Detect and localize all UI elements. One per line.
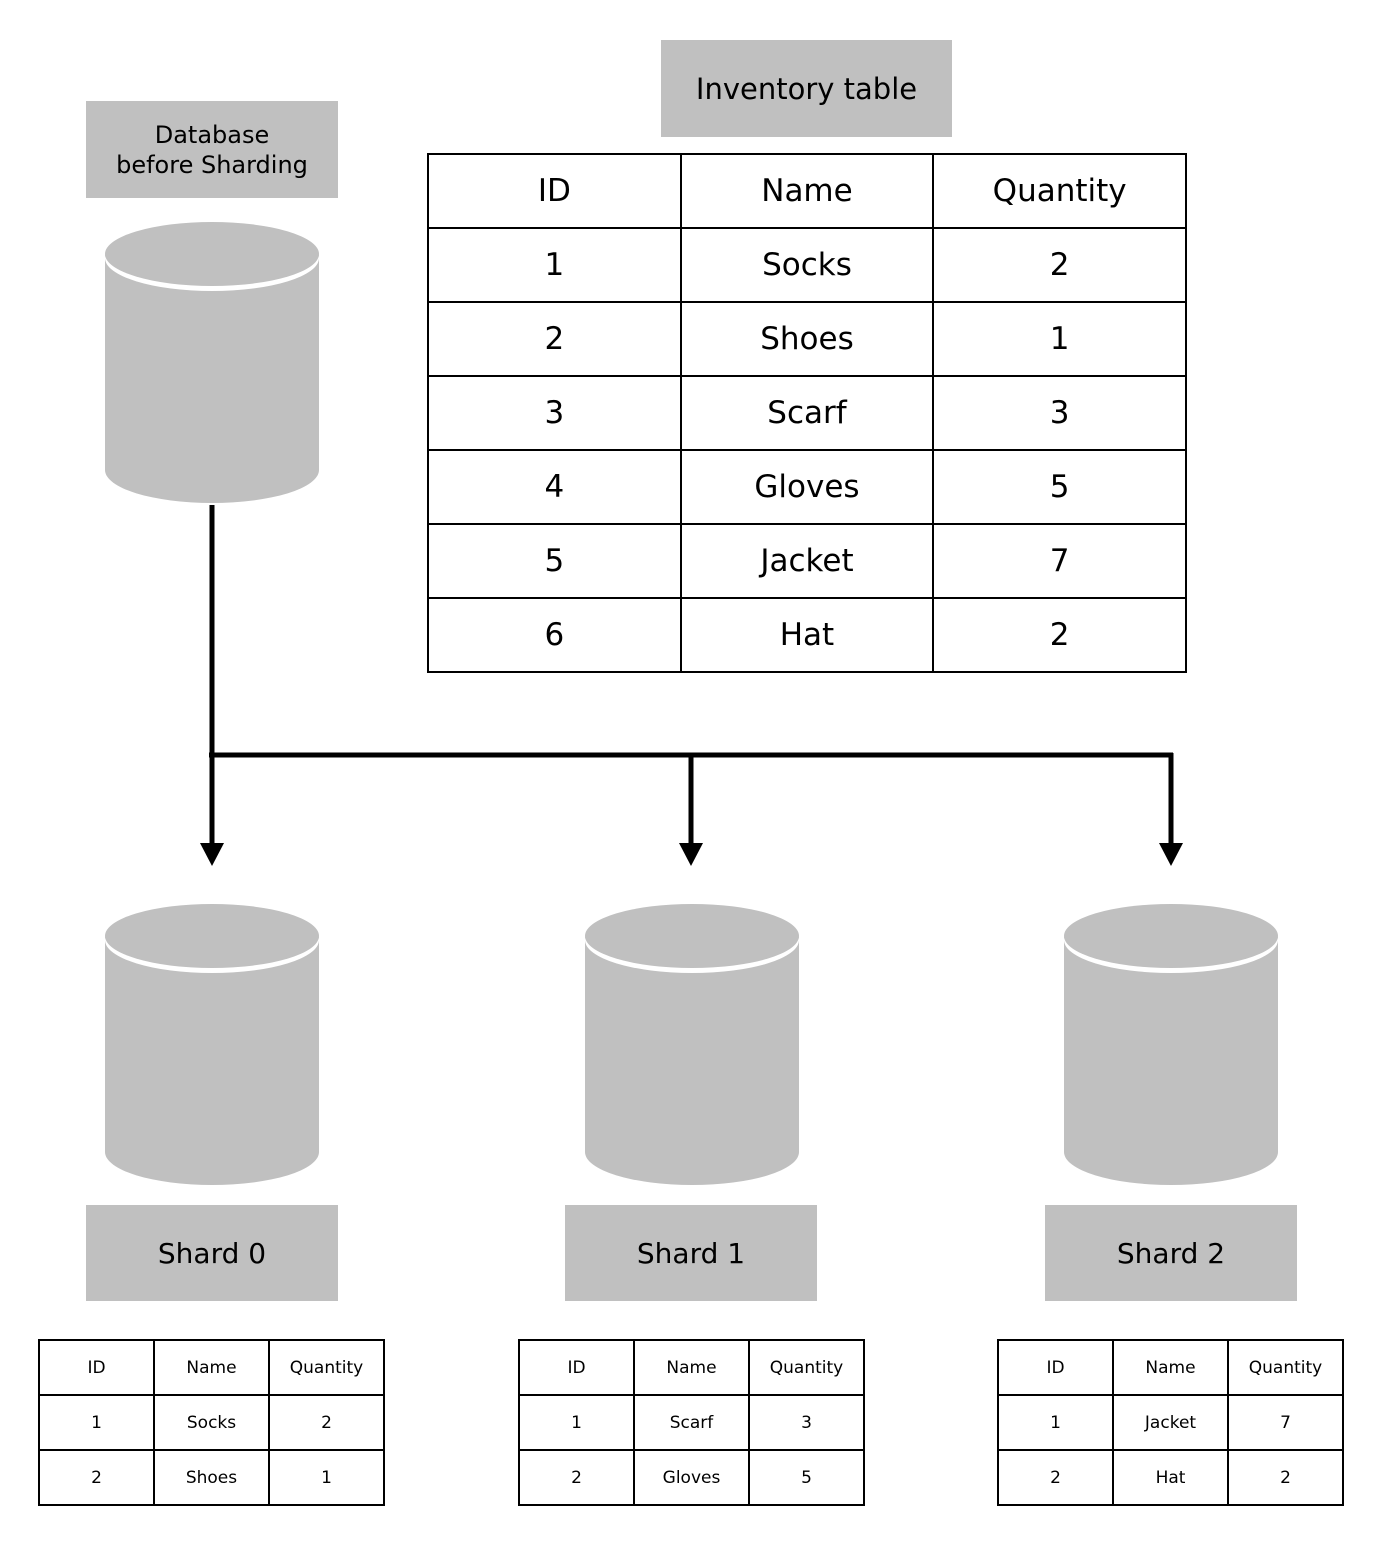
table-cell: 2 bbox=[518, 1449, 635, 1506]
shard-0-label: Shard 0 bbox=[86, 1205, 338, 1301]
inventory-table-title: Inventory table bbox=[661, 40, 952, 137]
table-cell: Scarf bbox=[633, 1394, 750, 1451]
table-row: 2 Shoes 1 bbox=[38, 1449, 385, 1506]
table-cell: 2 bbox=[268, 1394, 385, 1451]
table-cell: Jacket bbox=[679, 523, 935, 599]
table-cell: Shoes bbox=[153, 1449, 270, 1506]
column-header: Name bbox=[153, 1339, 270, 1396]
column-header: ID bbox=[997, 1339, 1114, 1396]
arrow-head-shard-0 bbox=[200, 843, 224, 866]
table-cell: 2 bbox=[997, 1449, 1114, 1506]
connector-lines bbox=[209, 505, 1174, 845]
source-database-label-line2: before Sharding bbox=[116, 150, 308, 179]
arrow-head-shard-2 bbox=[1159, 843, 1183, 866]
table-cell: 1 bbox=[932, 301, 1187, 377]
table-cell: 4 bbox=[427, 449, 682, 525]
column-header: Quantity bbox=[748, 1339, 865, 1396]
table-row: 1 Socks 2 bbox=[38, 1394, 385, 1451]
table-header-row: ID Name Quantity bbox=[38, 1339, 385, 1396]
table-row: 6 Hat 2 bbox=[427, 597, 1187, 673]
column-header: Quantity bbox=[268, 1339, 385, 1396]
shard-2-database-icon bbox=[1064, 904, 1278, 1185]
table-cell: 7 bbox=[932, 523, 1187, 599]
table-cell: 2 bbox=[427, 301, 682, 377]
table-cell: Hat bbox=[1112, 1449, 1229, 1506]
table-cell: Shoes bbox=[679, 301, 935, 377]
table-row: 1 Socks 2 bbox=[427, 227, 1187, 303]
inventory-table: ID Name Quantity 1 Socks 2 2 Shoes 1 3 S… bbox=[427, 153, 1187, 673]
table-cell: 5 bbox=[427, 523, 682, 599]
table-row: 2 Shoes 1 bbox=[427, 301, 1187, 377]
table-header-row: ID Name Quantity bbox=[427, 153, 1187, 229]
table-row: 4 Gloves 5 bbox=[427, 449, 1187, 525]
table-cell: 5 bbox=[748, 1449, 865, 1506]
table-cell: 2 bbox=[932, 597, 1187, 673]
source-database-label-line1: Database bbox=[154, 120, 270, 149]
shard-0-table: ID Name Quantity 1 Socks 2 2 Shoes 1 bbox=[38, 1339, 385, 1506]
table-row: 2 Gloves 5 bbox=[518, 1449, 865, 1506]
table-row: 1 Scarf 3 bbox=[518, 1394, 865, 1451]
table-cell: 1 bbox=[518, 1394, 635, 1451]
table-cell: 3 bbox=[932, 375, 1187, 451]
arrow-head-shard-1 bbox=[679, 843, 703, 866]
column-header: ID bbox=[518, 1339, 635, 1396]
shard-2-table: ID Name Quantity 1 Jacket 7 2 Hat 2 bbox=[997, 1339, 1344, 1506]
table-cell: 7 bbox=[1227, 1394, 1344, 1451]
table-cell: Socks bbox=[679, 227, 935, 303]
column-header: Quantity bbox=[932, 153, 1187, 229]
table-cell: 2 bbox=[932, 227, 1187, 303]
shard-1-database-icon bbox=[585, 904, 799, 1185]
shard-0-database-icon bbox=[105, 904, 319, 1185]
column-header: Name bbox=[679, 153, 935, 229]
table-cell: 3 bbox=[748, 1394, 865, 1451]
column-header: Name bbox=[633, 1339, 750, 1396]
table-row: 3 Scarf 3 bbox=[427, 375, 1187, 451]
column-header: ID bbox=[427, 153, 682, 229]
source-database-icon bbox=[105, 222, 319, 503]
shard-1-label: Shard 1 bbox=[565, 1205, 817, 1301]
column-header: Name bbox=[1112, 1339, 1229, 1396]
table-cell: 5 bbox=[932, 449, 1187, 525]
table-row: 1 Jacket 7 bbox=[997, 1394, 1344, 1451]
table-cell: 1 bbox=[427, 227, 682, 303]
table-cell: 2 bbox=[1227, 1449, 1344, 1506]
table-cell: Jacket bbox=[1112, 1394, 1229, 1451]
table-cell: Scarf bbox=[679, 375, 935, 451]
source-database-label: Database before Sharding bbox=[86, 101, 338, 198]
column-header: Quantity bbox=[1227, 1339, 1344, 1396]
table-cell: Gloves bbox=[679, 449, 935, 525]
table-cell: 1 bbox=[997, 1394, 1114, 1451]
table-row: 2 Hat 2 bbox=[997, 1449, 1344, 1506]
table-cell: 3 bbox=[427, 375, 682, 451]
table-cell: 6 bbox=[427, 597, 682, 673]
table-cell: 2 bbox=[38, 1449, 155, 1506]
table-header-row: ID Name Quantity bbox=[518, 1339, 865, 1396]
column-header: ID bbox=[38, 1339, 155, 1396]
table-cell: Hat bbox=[679, 597, 935, 673]
table-cell: Gloves bbox=[633, 1449, 750, 1506]
table-cell: 1 bbox=[268, 1449, 385, 1506]
table-row: 5 Jacket 7 bbox=[427, 523, 1187, 599]
shard-2-label: Shard 2 bbox=[1045, 1205, 1297, 1301]
shard-1-table: ID Name Quantity 1 Scarf 3 2 Gloves 5 bbox=[518, 1339, 865, 1506]
table-cell: 1 bbox=[38, 1394, 155, 1451]
table-header-row: ID Name Quantity bbox=[997, 1339, 1344, 1396]
table-cell: Socks bbox=[153, 1394, 270, 1451]
